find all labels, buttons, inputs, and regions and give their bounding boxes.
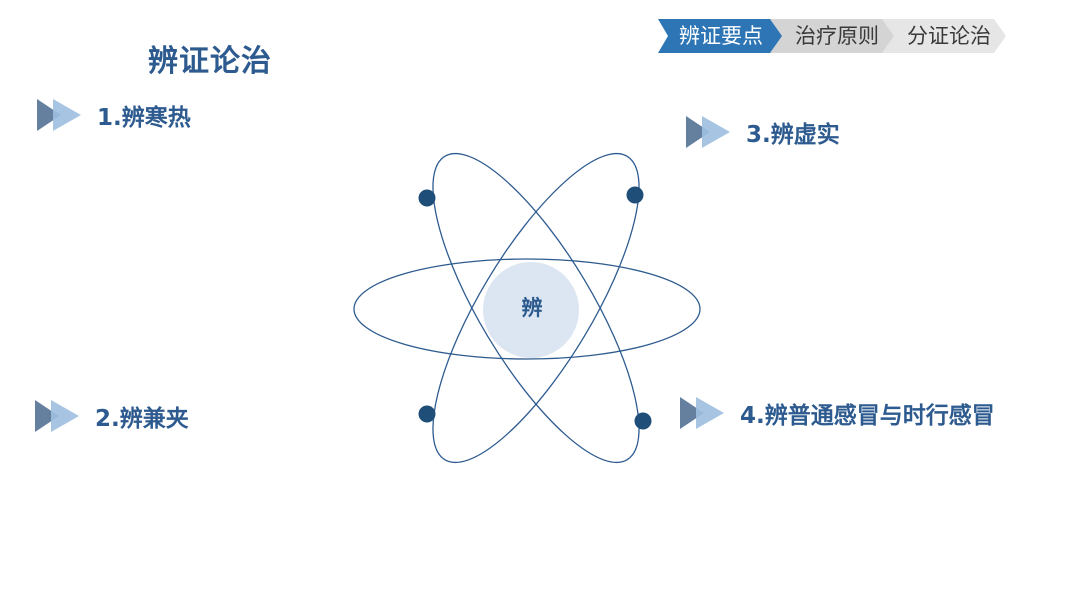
tab-label: 分证论治	[907, 24, 991, 48]
point-label: 3.辨虚实	[746, 122, 840, 148]
point-label: 2.辨兼夹	[95, 406, 189, 432]
tab-zhiliao-yuanze[interactable]: 治疗原则	[770, 19, 894, 53]
double-arrow-icon	[680, 397, 724, 429]
double-arrow-icon	[686, 116, 730, 148]
orbit-diagonal-left	[432, 152, 640, 464]
double-arrow-icon	[37, 99, 81, 131]
orbit-diagonal-right	[432, 152, 640, 464]
breadcrumb-tabs: 辨证要点 治疗原则 分证论治	[658, 19, 1008, 53]
point-combined: 2.辨兼夹	[35, 396, 189, 436]
electron-dot	[418, 405, 436, 423]
tab-label: 辨证要点	[679, 24, 763, 48]
point-deficiency-excess: 3.辨虚实	[686, 112, 840, 152]
tab-fenzheng-lunzhi[interactable]: 分证论治	[882, 19, 1006, 53]
point-common-vs-epidemic-cold: 4.辨普通感冒与时行感冒	[680, 393, 995, 433]
atom-icon	[353, 152, 701, 464]
point-cold-heat: 1.辨寒热	[37, 95, 191, 135]
electron-dot	[626, 186, 644, 204]
point-label: 1.辨寒热	[97, 105, 191, 131]
nucleus-circle	[483, 262, 579, 358]
point-label: 4.辨普通感冒与时行感冒	[740, 403, 995, 429]
electron-dot	[634, 412, 652, 430]
nucleus-label: 辨	[521, 296, 543, 320]
page-title: 辨证论治	[148, 44, 272, 79]
orbit-horizontal	[353, 258, 701, 360]
tab-bianzheng-yaodian[interactable]: 辨证要点	[658, 19, 782, 53]
double-arrow-icon	[35, 400, 79, 432]
tab-label: 治疗原则	[795, 24, 879, 48]
electron-dot	[418, 189, 436, 207]
